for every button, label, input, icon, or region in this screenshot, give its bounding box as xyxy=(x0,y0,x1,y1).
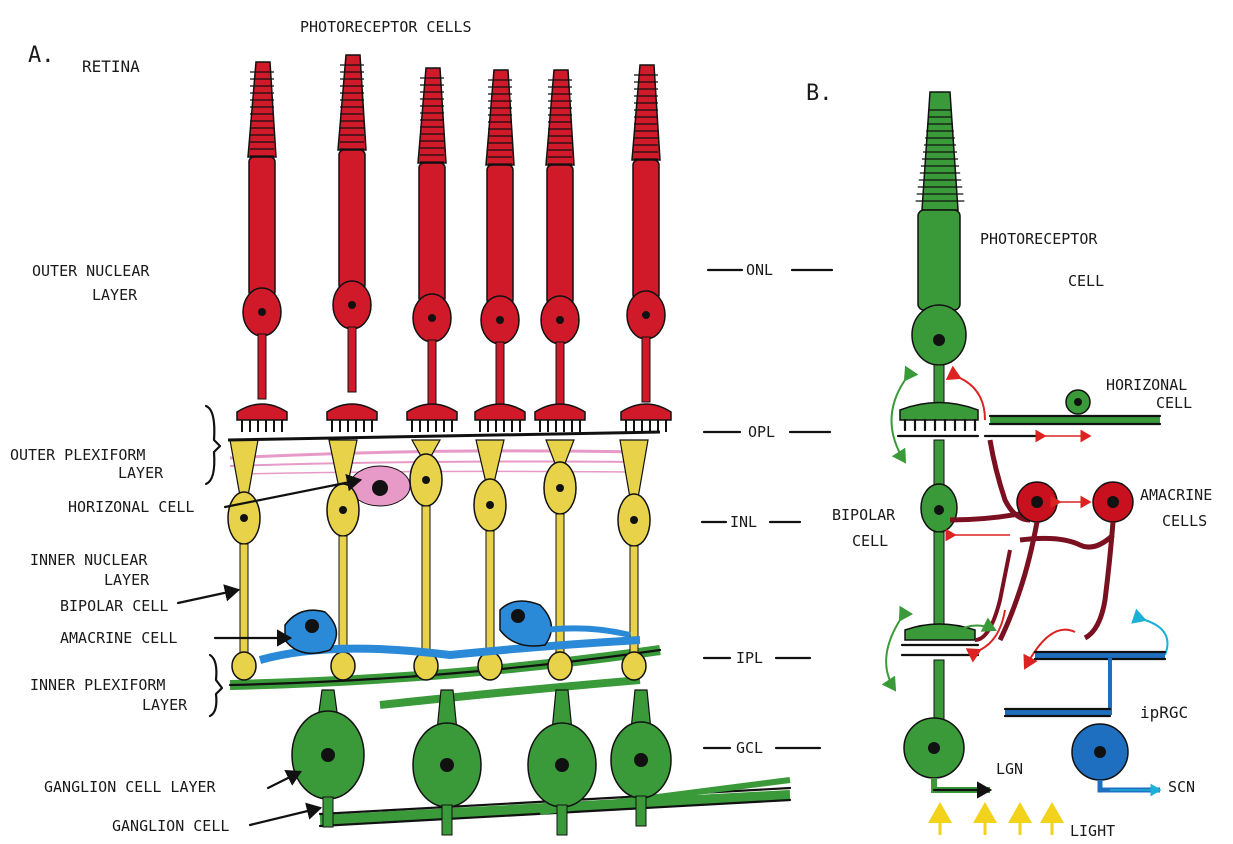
label-b-bipolar-1: BIPOLAR xyxy=(832,506,896,524)
label-inner-plexiform-2: LAYER xyxy=(142,696,188,714)
layer-mark-opl: OPL xyxy=(704,423,830,441)
photoreceptor-cell xyxy=(327,55,377,432)
label-b-bipolar-2: CELL xyxy=(852,532,888,550)
panel-a-title: RETINA xyxy=(82,57,140,76)
bipolar-cell xyxy=(228,440,260,680)
label-ganglion-cell: GANGLION CELL xyxy=(112,817,229,835)
photoreceptor-cells xyxy=(237,55,671,432)
label-b-lgn: LGN xyxy=(996,760,1023,778)
svg-text:OPL: OPL xyxy=(748,423,775,441)
label-b-scn: SCN xyxy=(1168,778,1195,796)
photoreceptor-cell xyxy=(237,62,287,432)
label-outer-plexiform-2: LAYER xyxy=(118,464,164,482)
label-b-amacrine-2: CELLS xyxy=(1162,512,1207,530)
photoreceptor-cell xyxy=(535,70,585,432)
svg-text:GCL: GCL xyxy=(736,739,763,757)
label-b-photoreceptor-2: CELL xyxy=(1068,272,1104,290)
amacrine-cells-panel-a xyxy=(260,601,640,660)
panel-b-amacrine-cells xyxy=(950,440,1133,640)
photoreceptor-cell xyxy=(621,65,671,432)
svg-text:INL: INL xyxy=(730,513,757,531)
label-b-iprgc: ipRGC xyxy=(1140,703,1188,722)
label-b-photoreceptor-1: PHOTORECEPTOR xyxy=(980,230,1098,248)
panel-b-letter: B. xyxy=(806,81,833,106)
layer-mark-ipl: IPL xyxy=(704,649,810,667)
label-outer-plexiform-1: OUTER PLEXIFORM xyxy=(10,446,145,464)
label-ganglion-layer: GANGLION CELL LAYER xyxy=(44,778,217,796)
layer-mark-inl: INL xyxy=(702,513,800,531)
label-b-horizontal-2: CELL xyxy=(1156,394,1192,412)
layer-mark-gcl: GCL xyxy=(704,739,820,757)
layer-marks: ONL OPL INL IPL GCL xyxy=(702,261,832,757)
label-outer-nuclear-1: OUTER NUCLEAR xyxy=(32,262,150,280)
panel-b-green-column xyxy=(898,92,990,790)
bipolar-cell xyxy=(410,440,442,680)
photoreceptor-cell xyxy=(475,70,525,432)
label-b-light: LIGHT xyxy=(1070,822,1115,840)
label-inner-nuclear-2: LAYER xyxy=(104,571,150,589)
label-amacrine-cell: AMACRINE CELL xyxy=(60,629,177,647)
panel-a-letter: A. xyxy=(28,43,55,68)
label-inner-nuclear-1: INNER NUCLEAR xyxy=(30,551,148,569)
bipolar-cell xyxy=(474,440,506,680)
label-outer-nuclear-2: LAYER xyxy=(92,286,138,304)
photoreceptor-cells-title: PHOTORECEPTOR CELLS xyxy=(300,18,472,36)
label-b-horizontal-1: HORIZONAL xyxy=(1106,376,1187,394)
label-inner-plexiform-1: INNER PLEXIFORM xyxy=(30,676,165,694)
svg-text:ONL: ONL xyxy=(746,261,773,279)
label-bipolar-cell: BIPOLAR CELL xyxy=(60,597,168,615)
layer-mark-onl: ONL xyxy=(708,261,832,279)
label-horizontal-cell: HORIZONAL CELL xyxy=(68,498,194,516)
panel-b-labels: PHOTORECEPTOR CELL HORIZONAL CELL AMACRI… xyxy=(832,230,1212,840)
panel-b-horizontal-cell xyxy=(985,390,1160,436)
panel-b-light-arrows xyxy=(940,805,1052,835)
label-b-amacrine-1: AMACRINE xyxy=(1140,486,1212,504)
photoreceptor-cell xyxy=(407,68,457,432)
svg-text:IPL: IPL xyxy=(736,649,763,667)
opl-synapse-line xyxy=(228,432,660,440)
ganglion-cell xyxy=(292,690,364,827)
